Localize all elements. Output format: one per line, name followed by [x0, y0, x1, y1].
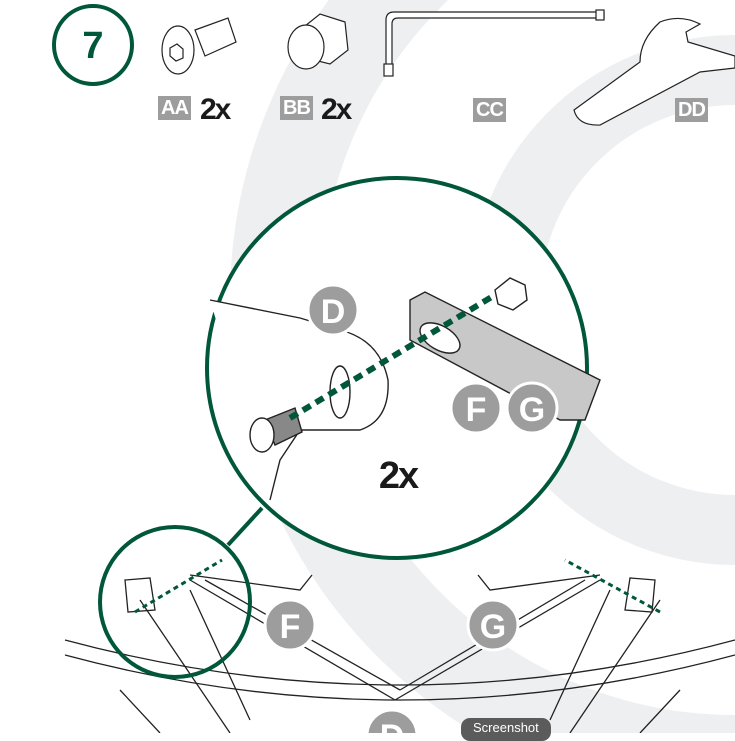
part-qty-aa: 2x [200, 93, 231, 126]
part-label-d: D [306, 283, 360, 337]
part-label-g: G [505, 381, 559, 435]
wrench-icon [573, 17, 735, 126]
overview-label-g: G [466, 598, 520, 652]
part-code-dd: DD [675, 98, 708, 122]
svg-text:D: D [321, 293, 346, 331]
detail-magnifier [205, 176, 601, 560]
detail-quantity: 2x [379, 455, 419, 497]
part-qty-bb: 2x [321, 93, 352, 126]
part-code-bb: BB [280, 96, 313, 120]
cap-nut-icon [287, 13, 349, 70]
svg-text:F: F [280, 608, 301, 646]
svg-text:G: G [519, 391, 545, 429]
part-code-cc: CC [473, 98, 506, 122]
screenshot-tooltip[interactable]: Screenshot [461, 718, 551, 741]
overview-label-d: D [365, 708, 419, 733]
part-code-aa: AA [158, 96, 191, 120]
part-label-f: F [449, 381, 503, 435]
svg-text:D: D [380, 718, 405, 733]
overview-label-f: F [263, 598, 317, 652]
overview-magnifier-circle [98, 525, 252, 679]
svg-text:G: G [480, 608, 506, 646]
step-number: 7 [82, 25, 103, 67]
button-head-screw-icon [161, 17, 237, 75]
hex-key-icon [383, 9, 605, 77]
svg-text:F: F [466, 391, 487, 429]
step-number-circle [52, 4, 134, 86]
